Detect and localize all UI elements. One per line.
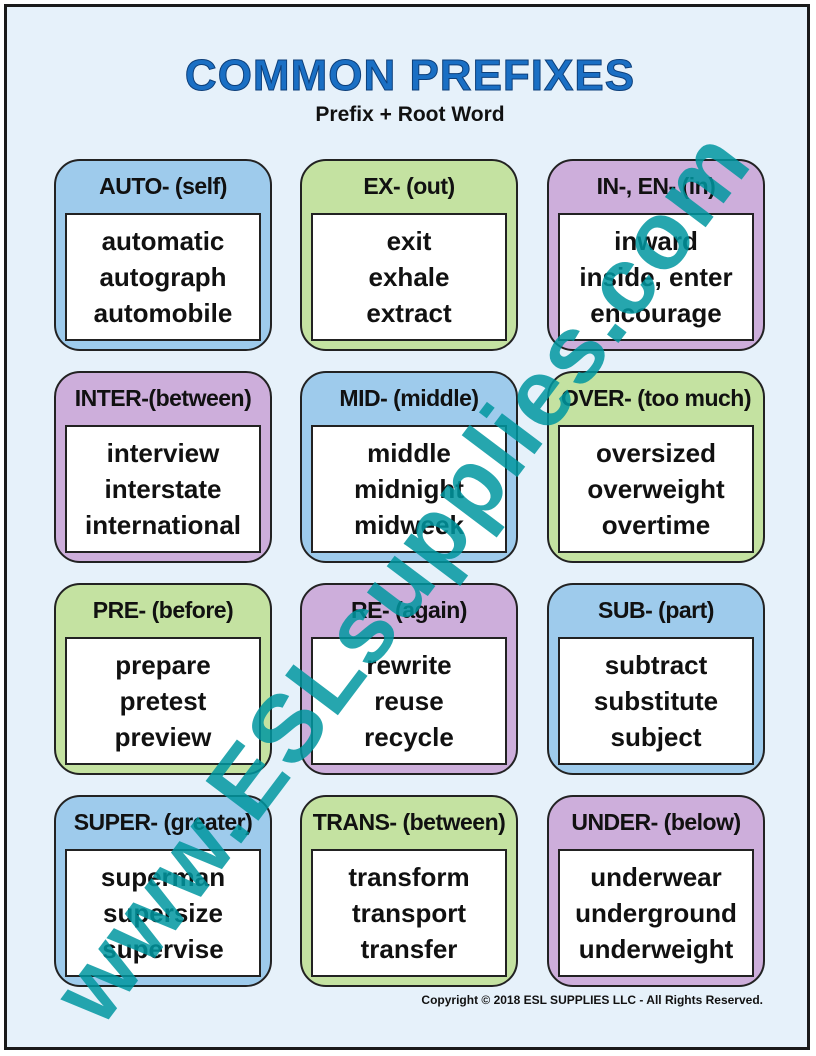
example-words: rewrite reuse recycle [311,637,507,765]
example-words: inward inside, enter encourage [558,213,754,341]
prefix-header: EX- (out) [363,173,455,199]
example-words: prepare pretest preview [65,637,261,765]
example-word: international [84,510,241,540]
prefix-header: TRANS- (between) [312,809,506,835]
example-word: extract [366,298,452,328]
example-word: interview [106,438,220,468]
example-word: exhale [368,262,450,292]
prefix-header: SUB- (part) [598,597,714,623]
example-word: transport [351,898,467,928]
example-word: oversized [596,438,716,468]
example-word: underwear [590,862,722,892]
example-word: middle [367,438,451,468]
example-word: recycle [364,722,454,752]
prefix-header: IN-, EN- (in) [596,173,716,199]
prefix-card-auto: AUTO- (self) automatic autograph automob… [54,159,272,351]
example-word: overweight [587,474,725,504]
example-word: substitute [593,686,719,716]
poster: COMMON PREFIXES Prefix + Root Word AUTO-… [4,4,810,1050]
example-word: autograph [99,262,227,292]
example-word: supersize [103,898,223,928]
example-word: supervise [102,934,224,964]
prefix-card-under: UNDER- (below) underwear underground und… [547,795,765,987]
copyright-notice: Copyright © 2018 ESL SUPPLIES LLC - All … [421,993,763,1007]
poster-title: COMMON PREFIXES [184,51,636,101]
prefix-card-mid: MID- (middle) middle midnight midweek [300,371,518,563]
prefix-header: AUTO- (self) [99,173,227,199]
prefix-header: RE- (again) [351,597,467,623]
example-word: underweight [578,934,734,964]
prefix-header: MID- (middle) [339,385,479,411]
example-word: interstate [104,474,222,504]
prefix-card-over: OVER- (too much) oversized overweight ov… [547,371,765,563]
example-words: automatic autograph automobile [65,213,261,341]
example-word: midnight [354,474,464,504]
poster-subtitle: Prefix + Root Word [315,103,505,126]
example-words: middle midnight midweek [311,425,507,553]
example-word: encourage [590,298,722,328]
prefix-header: OVER- (too much) [560,385,752,411]
example-words: interview interstate international [65,425,261,553]
prefix-header: INTER-(between) [74,385,252,411]
example-words: underwear underground underweight [558,849,754,977]
prefix-card-super: SUPER- (greater) superman supersize supe… [54,795,272,987]
example-word: transfer [360,934,458,964]
example-word: subject [610,722,702,752]
prefix-card-sub: SUB- (part) subtract substitute subject [547,583,765,775]
example-word: preview [114,722,212,752]
example-word: underground [575,898,737,928]
example-word: superman [100,862,226,892]
example-word: overtime [601,510,711,540]
prefix-header: PRE- (before) [92,597,234,623]
prefix-card-re: RE- (again) rewrite reuse recycle [300,583,518,775]
prefix-header: UNDER- (below) [571,809,741,835]
prefix-header: SUPER- (greater) [73,809,253,835]
example-word: reuse [374,686,444,716]
example-word: transform [348,862,470,892]
example-words: superman supersize supervise [65,849,261,977]
example-word: automobile [93,298,233,328]
example-word: rewrite [366,650,452,680]
example-word: prepare [115,650,211,680]
prefix-card-pre: PRE- (before) prepare pretest preview [54,583,272,775]
example-word: inside, enter [579,262,733,292]
example-words: oversized overweight overtime [558,425,754,553]
example-word: midweek [354,510,464,540]
prefix-card-ex: EX- (out) exit exhale extract [300,159,518,351]
example-word: pretest [119,686,207,716]
example-word: inward [614,226,698,256]
example-words: transform transport transfer [311,849,507,977]
prefix-card-inter: INTER-(between) interview interstate int… [54,371,272,563]
example-words: subtract substitute subject [558,637,754,765]
example-word: subtract [604,650,708,680]
example-word: automatic [101,226,225,256]
prefix-card-in-en: IN-, EN- (in) inward inside, enter encou… [547,159,765,351]
example-words: exit exhale extract [311,213,507,341]
prefix-card-trans: TRANS- (between) transform transport tra… [300,795,518,987]
example-word: exit [386,226,432,256]
